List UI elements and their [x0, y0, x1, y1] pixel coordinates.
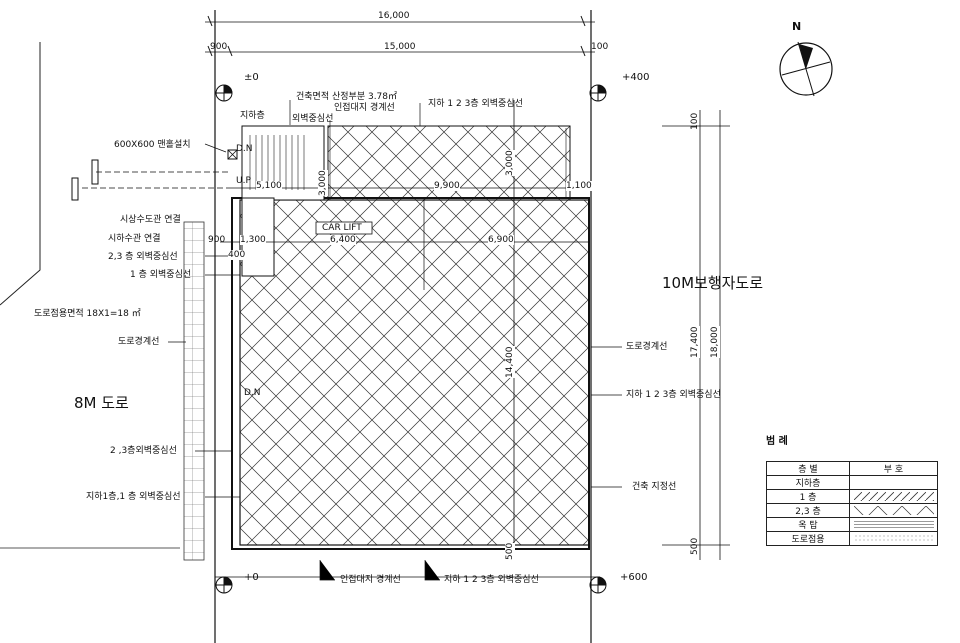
legend-row-label: 1 층 — [766, 489, 850, 504]
main-floor-hatch — [239, 199, 590, 546]
dim-1300: 1,300 — [240, 235, 266, 245]
dim-r-500: 500 — [690, 537, 700, 555]
legend-row-label: 도로점용 — [766, 531, 850, 546]
label-road-line-right: 도로경계선 — [626, 342, 668, 352]
label-b1f1-wall: 지하1층,1 층 외벽중심선 — [86, 492, 181, 502]
level-label-br: +600 — [620, 572, 648, 583]
legend-swatch-first — [849, 489, 938, 504]
legend-row: 옥 탑 — [766, 517, 938, 532]
dim-6400: 6,400 — [330, 235, 356, 245]
legend-row: 지하층 — [766, 475, 938, 490]
car-lift-box — [315, 221, 373, 235]
label-outer-wall: 외벽중심선 — [292, 114, 334, 124]
label-road-line-left: 도로경계선 — [118, 337, 160, 347]
dim-top-total: 16,000 — [378, 11, 410, 21]
dim-9900: 9,900 — [434, 181, 460, 191]
level-marker-tl — [215, 84, 233, 102]
label-b123-right: 지하 1 2 3층 외벽중심선 — [626, 390, 721, 400]
legend-row: 2,3 층 — [766, 503, 938, 518]
label-f23-wall: 2,3 층 외벽중심선 — [108, 252, 178, 262]
north-arrow-icon — [779, 41, 833, 97]
legend-col-symbol: 부 호 — [849, 461, 938, 476]
legend-table: 층 별 부 호 지하층 1 층 2,3 층 옥 탑 도로점용 — [766, 461, 938, 546]
label-water: 시상수도관 연결 — [120, 215, 181, 225]
dim-400: 400 — [228, 250, 246, 260]
road-right-label: 10M보행자도로 — [662, 274, 764, 292]
legend-title: 범 례 — [766, 436, 788, 447]
legend-swatch-rooftop — [849, 517, 938, 532]
main-floor-outline — [231, 197, 590, 550]
label-car-lift: CAR LIFT — [322, 223, 362, 233]
label-f1-wall: 1 층 외벽중심선 — [130, 270, 192, 280]
north-label: N — [792, 20, 802, 33]
level-label-tl: ±0 — [244, 72, 259, 83]
level-marker-tr — [589, 84, 607, 102]
dim-top-left: 900 — [210, 42, 228, 52]
dim-5100: 5,100 — [256, 181, 282, 191]
legend-swatch-basement — [849, 475, 938, 490]
label-b123-top: 지하 1 2 3층 외벽중심선 — [428, 99, 523, 109]
dim-top-right: 100 — [591, 42, 609, 52]
level-marker-br — [589, 576, 607, 594]
label-dn-top: D.N — [236, 144, 253, 154]
left-sidewalk — [183, 221, 205, 561]
dim-r-17400: 17,400 — [690, 326, 700, 358]
legend-row: 도로점용 — [766, 531, 938, 546]
legend-swatch-second-third — [849, 503, 938, 518]
legend-row: 1 층 — [766, 489, 938, 504]
label-area-ext: 건축면적 산정부분 3.78㎡ — [296, 92, 398, 102]
road-left-label: 8M 도로 — [74, 394, 129, 412]
label-up: U.P — [236, 176, 251, 186]
legend-swatch-road-occupancy — [849, 531, 938, 546]
label-road-area: 도로점용면적 18X1=18 ㎡ — [34, 309, 141, 319]
left-road-edge-line — [0, 42, 41, 306]
label-b-floor: 지하층 — [240, 111, 265, 121]
dim-500: 500 — [505, 542, 515, 560]
legend-header-row: 층 별 부 호 — [766, 461, 938, 476]
level-marker-bl — [215, 576, 233, 594]
dim-1100: 1,100 — [566, 181, 592, 191]
dim-3000a: 3,000 — [318, 170, 328, 196]
label-dn-mid: D.N — [244, 388, 261, 398]
level-label-bl: +0 — [244, 572, 259, 583]
legend-row-label: 2,3 층 — [766, 503, 850, 518]
label-sewer: 시하수관 연결 — [108, 234, 161, 244]
stair-treads — [249, 135, 305, 190]
dim-r-18000: 18,000 — [710, 326, 720, 358]
dim-r-100: 100 — [690, 112, 700, 130]
label-bldg-line: 건축 지정선 — [632, 482, 677, 492]
dim-top-mid: 15,000 — [384, 42, 416, 52]
label-vent: 600X600 맨홀설치 — [114, 140, 191, 150]
vent-box — [227, 149, 238, 160]
legend-row-label: 지하층 — [766, 475, 850, 490]
stair-block — [241, 125, 325, 201]
dim-900: 900 — [208, 235, 226, 245]
dim-3000b: 3,000 — [505, 150, 515, 176]
level-label-tr: +400 — [622, 72, 650, 83]
label-b123-bottom: 지하 1 2 3층 외벽중심선 — [444, 575, 539, 585]
label-neighbor-bottom: 인접대지 경계선 — [340, 575, 401, 585]
dim-6900: 6,900 — [488, 235, 514, 245]
legend-row-label: 옥 탑 — [766, 517, 850, 532]
legend-col-floor: 층 별 — [766, 461, 850, 476]
label-neighbor-top: 인접대지 경계선 — [334, 103, 395, 113]
dim-14400: 14,400 — [505, 346, 515, 378]
label-f23-wall-b: 2 ,3층외벽중심선 — [110, 446, 177, 456]
